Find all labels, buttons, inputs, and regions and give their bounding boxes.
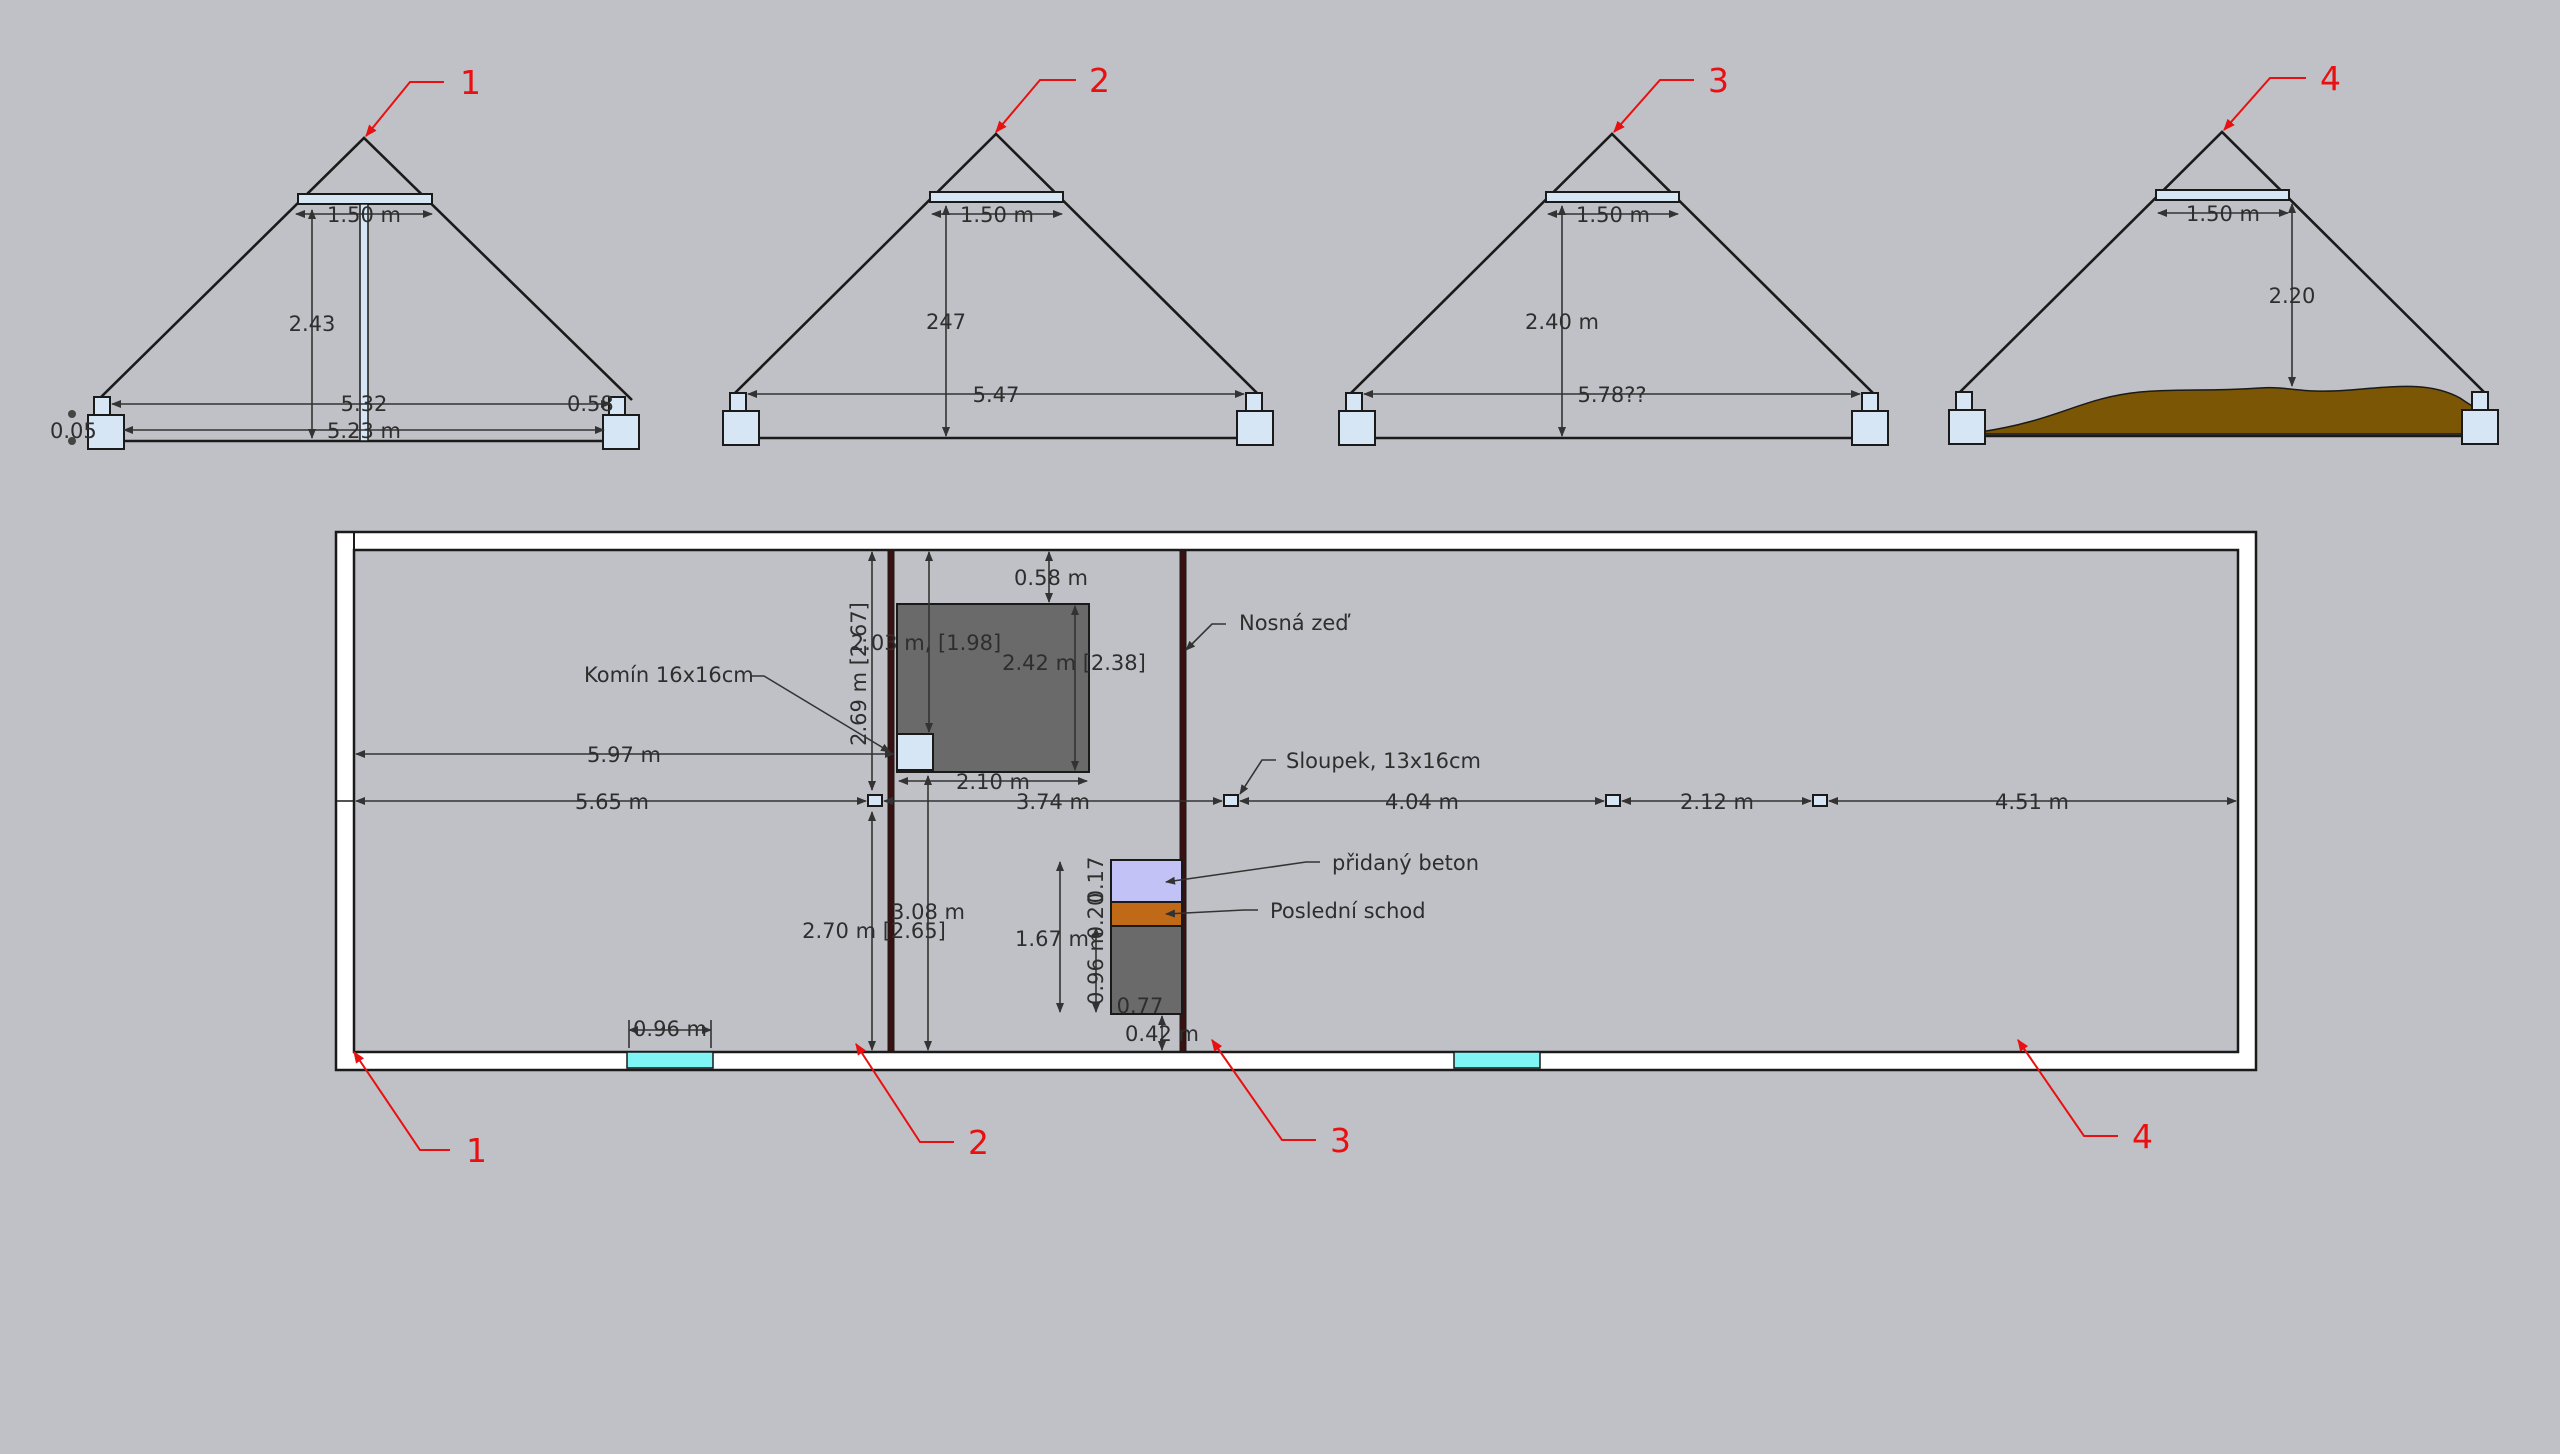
- dim-451: 4.51 m: [1995, 790, 2069, 814]
- leader-last-step: [1165, 909, 1258, 918]
- dim-210: 2.10 m: [956, 770, 1030, 794]
- soil-fill: [1979, 385, 2491, 435]
- section-callout-number: 1: [460, 63, 481, 102]
- roof-outline: [731, 132, 1261, 397]
- staircase: [1110, 925, 1183, 1015]
- base-block-right: [1851, 410, 1889, 446]
- base-block-right: [2461, 409, 2499, 445]
- plan-callout-4: 4: [2132, 1117, 2153, 1156]
- leader-load-wall: [1185, 623, 1226, 651]
- floor-plan: 5.97 m 5.65 m 3.74 m 4.04 m 2.12 m 4.51 …: [334, 530, 2258, 1170]
- plan-callout-leader: [1211, 1039, 1316, 1141]
- dim-height: 2.20: [2269, 284, 2316, 308]
- dim-017: 0.17: [1084, 857, 1108, 904]
- section-1: 1.50 m 2.43 5.32 5.23 m 0.05 0.58 1: [50, 63, 640, 450]
- base-block-right: [602, 414, 640, 450]
- label-load-wall: Nosná zeď: [1239, 611, 1351, 635]
- dim-width-a: 5.32: [341, 392, 388, 416]
- plan-callout-leader: [855, 1042, 954, 1143]
- dim-270: 2.70 m [2.65]: [802, 919, 946, 943]
- dim-width-a: 5.78??: [1577, 383, 1646, 407]
- dim-077: 0.77: [1117, 994, 1164, 1018]
- dim-308: 3.08 m: [891, 900, 965, 924]
- wall-plate-right: [2471, 391, 2489, 411]
- wall-plate-left: [1345, 392, 1363, 412]
- section-4: 1.50 m 2.20 4: [1948, 59, 2499, 445]
- plan-callout-2: 2: [968, 1123, 989, 1162]
- collar-beam: [2155, 189, 2290, 201]
- label-added-concrete: přidaný beton: [1332, 851, 1479, 875]
- section-3: 1.50 m 2.40 m 5.78?? 3: [1338, 61, 1889, 446]
- dim-242: 2.42 m [2.38]: [1002, 651, 1146, 675]
- point-marker: [68, 437, 76, 445]
- callout-leader: [2223, 77, 2306, 131]
- plan-callout-1: 1: [466, 1131, 487, 1170]
- wall-plate-right: [1245, 392, 1263, 412]
- window-right: [1453, 1051, 1541, 1069]
- post: [867, 794, 883, 807]
- dim-597: 5.97 m: [587, 743, 661, 767]
- label-chimney: Komín 16x16cm: [584, 663, 754, 687]
- dim-565: 5.65 m: [575, 790, 649, 814]
- window-left: [626, 1051, 714, 1069]
- dim-212: 2.12 m: [1680, 790, 1754, 814]
- leader-post: [1239, 759, 1276, 795]
- post: [1223, 794, 1239, 807]
- wall-plate-right: [1861, 392, 1879, 412]
- base-block-left: [1338, 410, 1376, 446]
- dim-top-width: 1.50 m: [2186, 202, 2260, 226]
- section-callout-number: 2: [1089, 61, 1110, 100]
- dim-374: 3.74 m: [1016, 790, 1090, 814]
- chimney: [896, 733, 934, 771]
- center-post: [359, 203, 369, 442]
- dim-height: 2.43: [289, 312, 336, 336]
- base-block-left: [722, 410, 760, 446]
- plan-callout-leader: [2017, 1039, 2118, 1137]
- dim-top-width: 1.50 m: [960, 203, 1034, 227]
- dim-height: 2.40 m: [1525, 310, 1599, 334]
- base-block-right: [1236, 410, 1274, 446]
- dim-203: 2.03 m, [1.98]: [851, 631, 1001, 655]
- section-callout-number: 3: [1708, 61, 1729, 100]
- post: [1605, 794, 1621, 807]
- dim-404: 4.04 m: [1385, 790, 1459, 814]
- label-post: Sloupek, 13x16cm: [1286, 749, 1481, 773]
- dim-096w: 0.96 m: [633, 1017, 707, 1041]
- callout-leader: [995, 79, 1076, 133]
- dim-top-width: 1.50 m: [327, 203, 401, 227]
- dim-167: 1.67 m: [1015, 927, 1089, 951]
- label-last-step: Poslední schod: [1270, 899, 1426, 923]
- collar-beam: [1545, 191, 1680, 203]
- plan-callout-3: 3: [1330, 1121, 1351, 1160]
- leader-added-concrete: [1165, 861, 1320, 885]
- dim-top-width: 1.50 m: [1576, 203, 1650, 227]
- dim-height: 247: [926, 310, 966, 334]
- plan-callout-leader: [353, 1051, 450, 1151]
- dim-width-a: 5.47: [973, 383, 1020, 407]
- roof-outline: [1957, 130, 2487, 395]
- dim-058: 0.58 m: [1014, 566, 1088, 590]
- base-block-left: [1948, 409, 1986, 445]
- dim-020: 0.20: [1084, 893, 1108, 940]
- section-2: 1.50 m 247 5.47 2: [722, 61, 1274, 446]
- dim-096: 0.96 m: [1084, 931, 1108, 1005]
- wall-plate-left: [729, 392, 747, 412]
- wall-plate-left: [93, 396, 111, 416]
- callout-leader: [365, 81, 444, 137]
- point-marker: [68, 410, 76, 418]
- roof-outline: [1347, 132, 1877, 397]
- leader-chimney: [750, 675, 891, 753]
- dim-042: 0.42 m: [1125, 1022, 1199, 1046]
- post: [1812, 794, 1828, 807]
- collar-beam: [929, 191, 1064, 203]
- roof-outline: [97, 136, 633, 401]
- section-callout-number: 4: [2320, 59, 2341, 98]
- dim-269: 2.69 m [2.67]: [847, 602, 871, 746]
- dim-side-right: 0.58: [567, 392, 614, 416]
- callout-leader: [1613, 79, 1694, 133]
- wall-plate-left: [1955, 391, 1973, 411]
- dim-width-b: 5.23 m: [327, 419, 401, 443]
